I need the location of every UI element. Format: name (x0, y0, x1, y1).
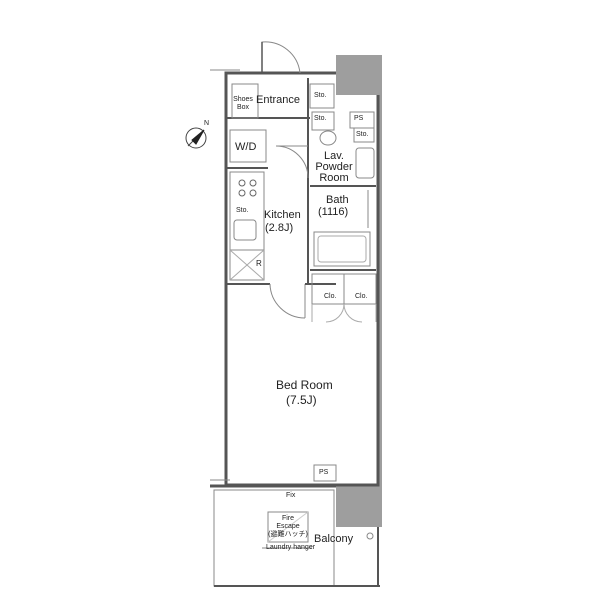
sto-entrance-label: Sto. (314, 92, 327, 99)
ps-lower-box (313, 464, 337, 482)
fire-escape-label-2: Escape (276, 523, 300, 530)
bath-size-label: (1116) (318, 206, 349, 218)
closet-left-label: Clo. (324, 293, 337, 300)
refrigerator-box (229, 249, 265, 281)
fire-escape-label-1: Fire (281, 515, 295, 522)
kitchen-door-swing (269, 283, 306, 319)
ps-lower-label: PS (319, 469, 329, 476)
sto-kitchen-label: Sto. (236, 207, 249, 214)
kitchen-size-label: (2.8J) (265, 222, 294, 234)
refrigerator-label: R (256, 259, 262, 268)
closet-right-label: Clo. (355, 293, 368, 300)
fire-escape-label-3: (避難ハッチ) (268, 531, 308, 538)
compass-letter: N (204, 120, 210, 127)
bath-label: Bath (326, 194, 349, 206)
wd-label: W/D (235, 141, 257, 153)
shaft-right-top (336, 55, 382, 95)
lav-label-3: Room (319, 172, 349, 184)
fire-escape-hatch (267, 511, 309, 543)
bedroom-label: Bed Room (276, 378, 333, 392)
kitchen-label: Kitchen (264, 209, 301, 221)
shoes-box-label-1: Shoes (233, 96, 253, 103)
lav-label-1: Lav. (324, 150, 344, 162)
ps-upper-label: PS (354, 115, 364, 122)
laundry-hanger-label: Laundry hanger (266, 544, 316, 551)
closet-right (343, 273, 377, 305)
entrance-label: Entrance (256, 94, 301, 106)
balcony-label: Balcony (314, 533, 354, 545)
wd-box (229, 129, 267, 163)
bedroom-size-label: (7.5J) (286, 393, 317, 407)
shoes-box-label-2: Box (236, 104, 250, 111)
bath-tub (313, 231, 371, 267)
compass-icon (185, 127, 207, 149)
fix-label: Fix (286, 492, 296, 499)
sto-lav-label: Sto. (314, 115, 327, 122)
sto-lav-right-label: Sto. (356, 131, 369, 138)
entrance-door-swing (261, 41, 301, 74)
lav-label-2: Powder (315, 161, 353, 173)
